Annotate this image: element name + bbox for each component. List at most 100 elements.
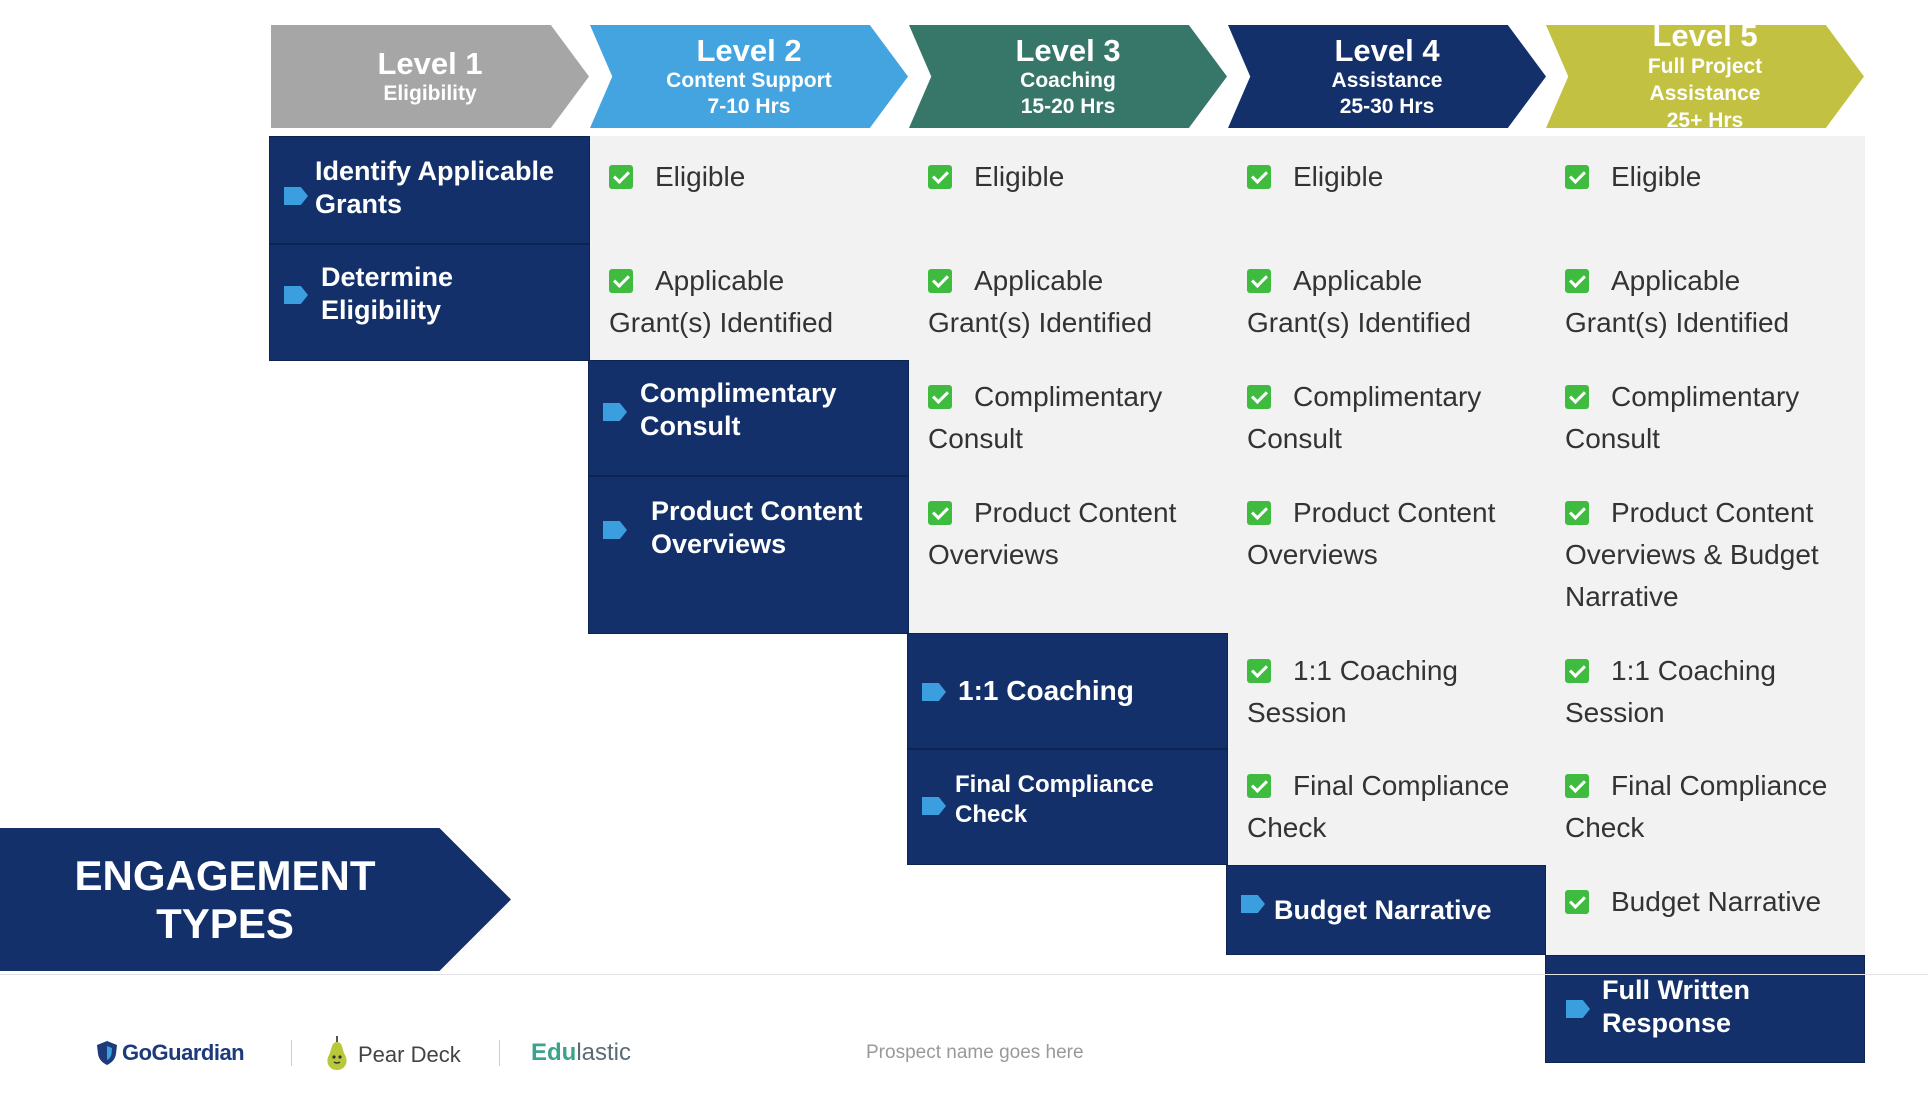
level-2-title: Level 2: [696, 32, 802, 68]
tag-icon: [603, 403, 627, 421]
level-5-hours: 25+ Hrs: [1666, 109, 1744, 128]
check-text-2: Overviews: [928, 539, 1059, 570]
check-text-2: Consult: [1247, 423, 1342, 454]
check-applicable-l2: Applicable Grant(s) Identified: [609, 260, 909, 344]
check-text: Product Content: [974, 497, 1177, 528]
check-text-2: Session: [1247, 697, 1347, 728]
check-compliance-l4: Final Compliance Check: [1247, 765, 1547, 849]
footer-separator: [499, 1040, 500, 1066]
level-1-header: Level 1 Eligibility: [271, 25, 589, 128]
checkbox-icon: [1247, 385, 1271, 409]
engagement-coaching: 1:1 Coaching: [907, 633, 1228, 749]
check-text-2: Overviews: [1247, 539, 1378, 570]
level-1-subtitle: Eligibility: [383, 81, 477, 105]
check-consult-l3: Complimentary Consult: [928, 376, 1228, 460]
check-text-2: Consult: [928, 423, 1023, 454]
level-1-title: Level 1: [377, 45, 483, 81]
check-coaching-l5: 1:1 Coaching Session: [1565, 650, 1865, 734]
check-text: Applicable: [974, 265, 1104, 296]
goguardian-text: GoGuardian: [122, 1040, 245, 1065]
level-5-subtitle-2: Assistance: [1649, 82, 1761, 105]
level-2-header: Level 2 Content Support 7-10 Hrs: [590, 25, 908, 128]
level-2-subtitle: Content Support: [666, 68, 832, 92]
check-text: Eligible: [1611, 161, 1702, 192]
check-overviews-l4: Product Content Overviews: [1247, 492, 1547, 576]
check-text-2: Session: [1565, 697, 1665, 728]
check-text: Eligible: [1293, 161, 1384, 192]
engagement-final-compliance: Final Compliance Check: [907, 749, 1228, 865]
check-text: Final Compliance: [1611, 770, 1828, 801]
tag-icon: [284, 187, 308, 205]
checkbox-icon: [1247, 659, 1271, 683]
engagement-full-written-response: Full Written Response: [1545, 955, 1865, 1063]
checkbox-icon: [609, 165, 633, 189]
check-text-2: Consult: [1565, 423, 1660, 454]
shield-icon: [97, 1041, 117, 1065]
check-applicable-l5: Applicable Grant(s) Identified: [1565, 260, 1865, 344]
check-applicable-l4: Applicable Grant(s) Identified: [1247, 260, 1547, 344]
check-text: Eligible: [655, 161, 746, 192]
check-consult-l5: Complimentary Consult: [1565, 376, 1865, 460]
footer-separator: [291, 1040, 292, 1066]
grid-bg-l3: [909, 136, 1228, 633]
engagement-label: Product Content Overviews: [651, 496, 863, 559]
checkbox-icon: [928, 385, 952, 409]
check-text: Eligible: [974, 161, 1065, 192]
grid-bg-l5: [1546, 136, 1865, 955]
check-text-2: Check: [1247, 812, 1327, 843]
level-3-hours: 15-20 Hrs: [1020, 94, 1116, 118]
peardeck-logo: Pear Deck: [322, 1036, 461, 1072]
edulastic-text-b: lastic: [576, 1039, 632, 1066]
checkbox-icon: [1247, 269, 1271, 293]
level-2-hours: 7-10 Hrs: [707, 94, 791, 118]
goguardian-logo: GoGuardian: [95, 1038, 245, 1068]
engagement-label: Complimentary Consult: [640, 378, 837, 441]
check-overviews-l5: Product Content Overviews & Budget Narra…: [1565, 492, 1865, 618]
engagement-label: 1:1 Coaching: [958, 675, 1134, 706]
level-3-header: Level 3 Coaching 15-20 Hrs: [909, 25, 1227, 128]
check-consult-l4: Complimentary Consult: [1247, 376, 1547, 460]
check-text-2: Grant(s) Identified: [1247, 307, 1472, 338]
level-5-header: Level 5 Full Project Assistance 25+ Hrs: [1546, 25, 1864, 128]
checkbox-icon: [1565, 501, 1589, 525]
checkbox-icon: [1247, 501, 1271, 525]
tag-icon: [1566, 1000, 1590, 1018]
engagement-product-overviews: Product Content Overviews: [588, 476, 909, 634]
check-text: 1:1 Coaching: [1611, 655, 1777, 686]
pear-icon: [327, 1036, 347, 1070]
check-text: Applicable: [655, 265, 785, 296]
level-4-hours: 25-30 Hrs: [1339, 94, 1435, 118]
engagement-label: Final Compliance Check: [955, 771, 1154, 828]
level-4-subtitle: Assistance: [1331, 68, 1443, 92]
check-eligible-l2: Eligible: [609, 156, 745, 198]
check-text: Complimentary: [974, 381, 1163, 412]
engagement-label: Budget Narrative: [1274, 895, 1492, 925]
check-text-2: Overviews & Budget: [1565, 539, 1819, 570]
checkbox-icon: [1247, 774, 1271, 798]
checkbox-icon: [1565, 890, 1589, 914]
check-coaching-l4: 1:1 Coaching Session: [1247, 650, 1547, 734]
check-text: Complimentary: [1611, 381, 1800, 412]
checkbox-icon: [1565, 165, 1589, 189]
checkbox-icon: [1247, 165, 1271, 189]
engagement-label: Full Written Response: [1602, 975, 1750, 1038]
check-text: Product Content: [1611, 497, 1814, 528]
level-3-title: Level 3: [1015, 32, 1121, 68]
check-text: Product Content: [1293, 497, 1496, 528]
prospect-name: Prospect name goes here: [866, 1042, 1084, 1063]
footer-divider: [0, 974, 1928, 975]
edulastic-text-a: Edu: [531, 1039, 577, 1066]
tag-icon: [284, 286, 308, 304]
level-3-subtitle: Coaching: [1020, 68, 1116, 92]
grid-bg-l2: [590, 136, 909, 361]
engagement-label: Determine Eligibility: [321, 262, 454, 325]
check-eligible-l5: Eligible: [1565, 156, 1701, 198]
level-4-header: Level 4 Assistance 25-30 Hrs: [1228, 25, 1546, 128]
checkbox-icon: [1565, 774, 1589, 798]
check-text-3: Narrative: [1565, 581, 1679, 612]
check-compliance-l5: Final Compliance Check: [1565, 765, 1865, 849]
checkbox-icon: [928, 501, 952, 525]
check-text: Complimentary: [1293, 381, 1482, 412]
checkbox-icon: [1565, 385, 1589, 409]
